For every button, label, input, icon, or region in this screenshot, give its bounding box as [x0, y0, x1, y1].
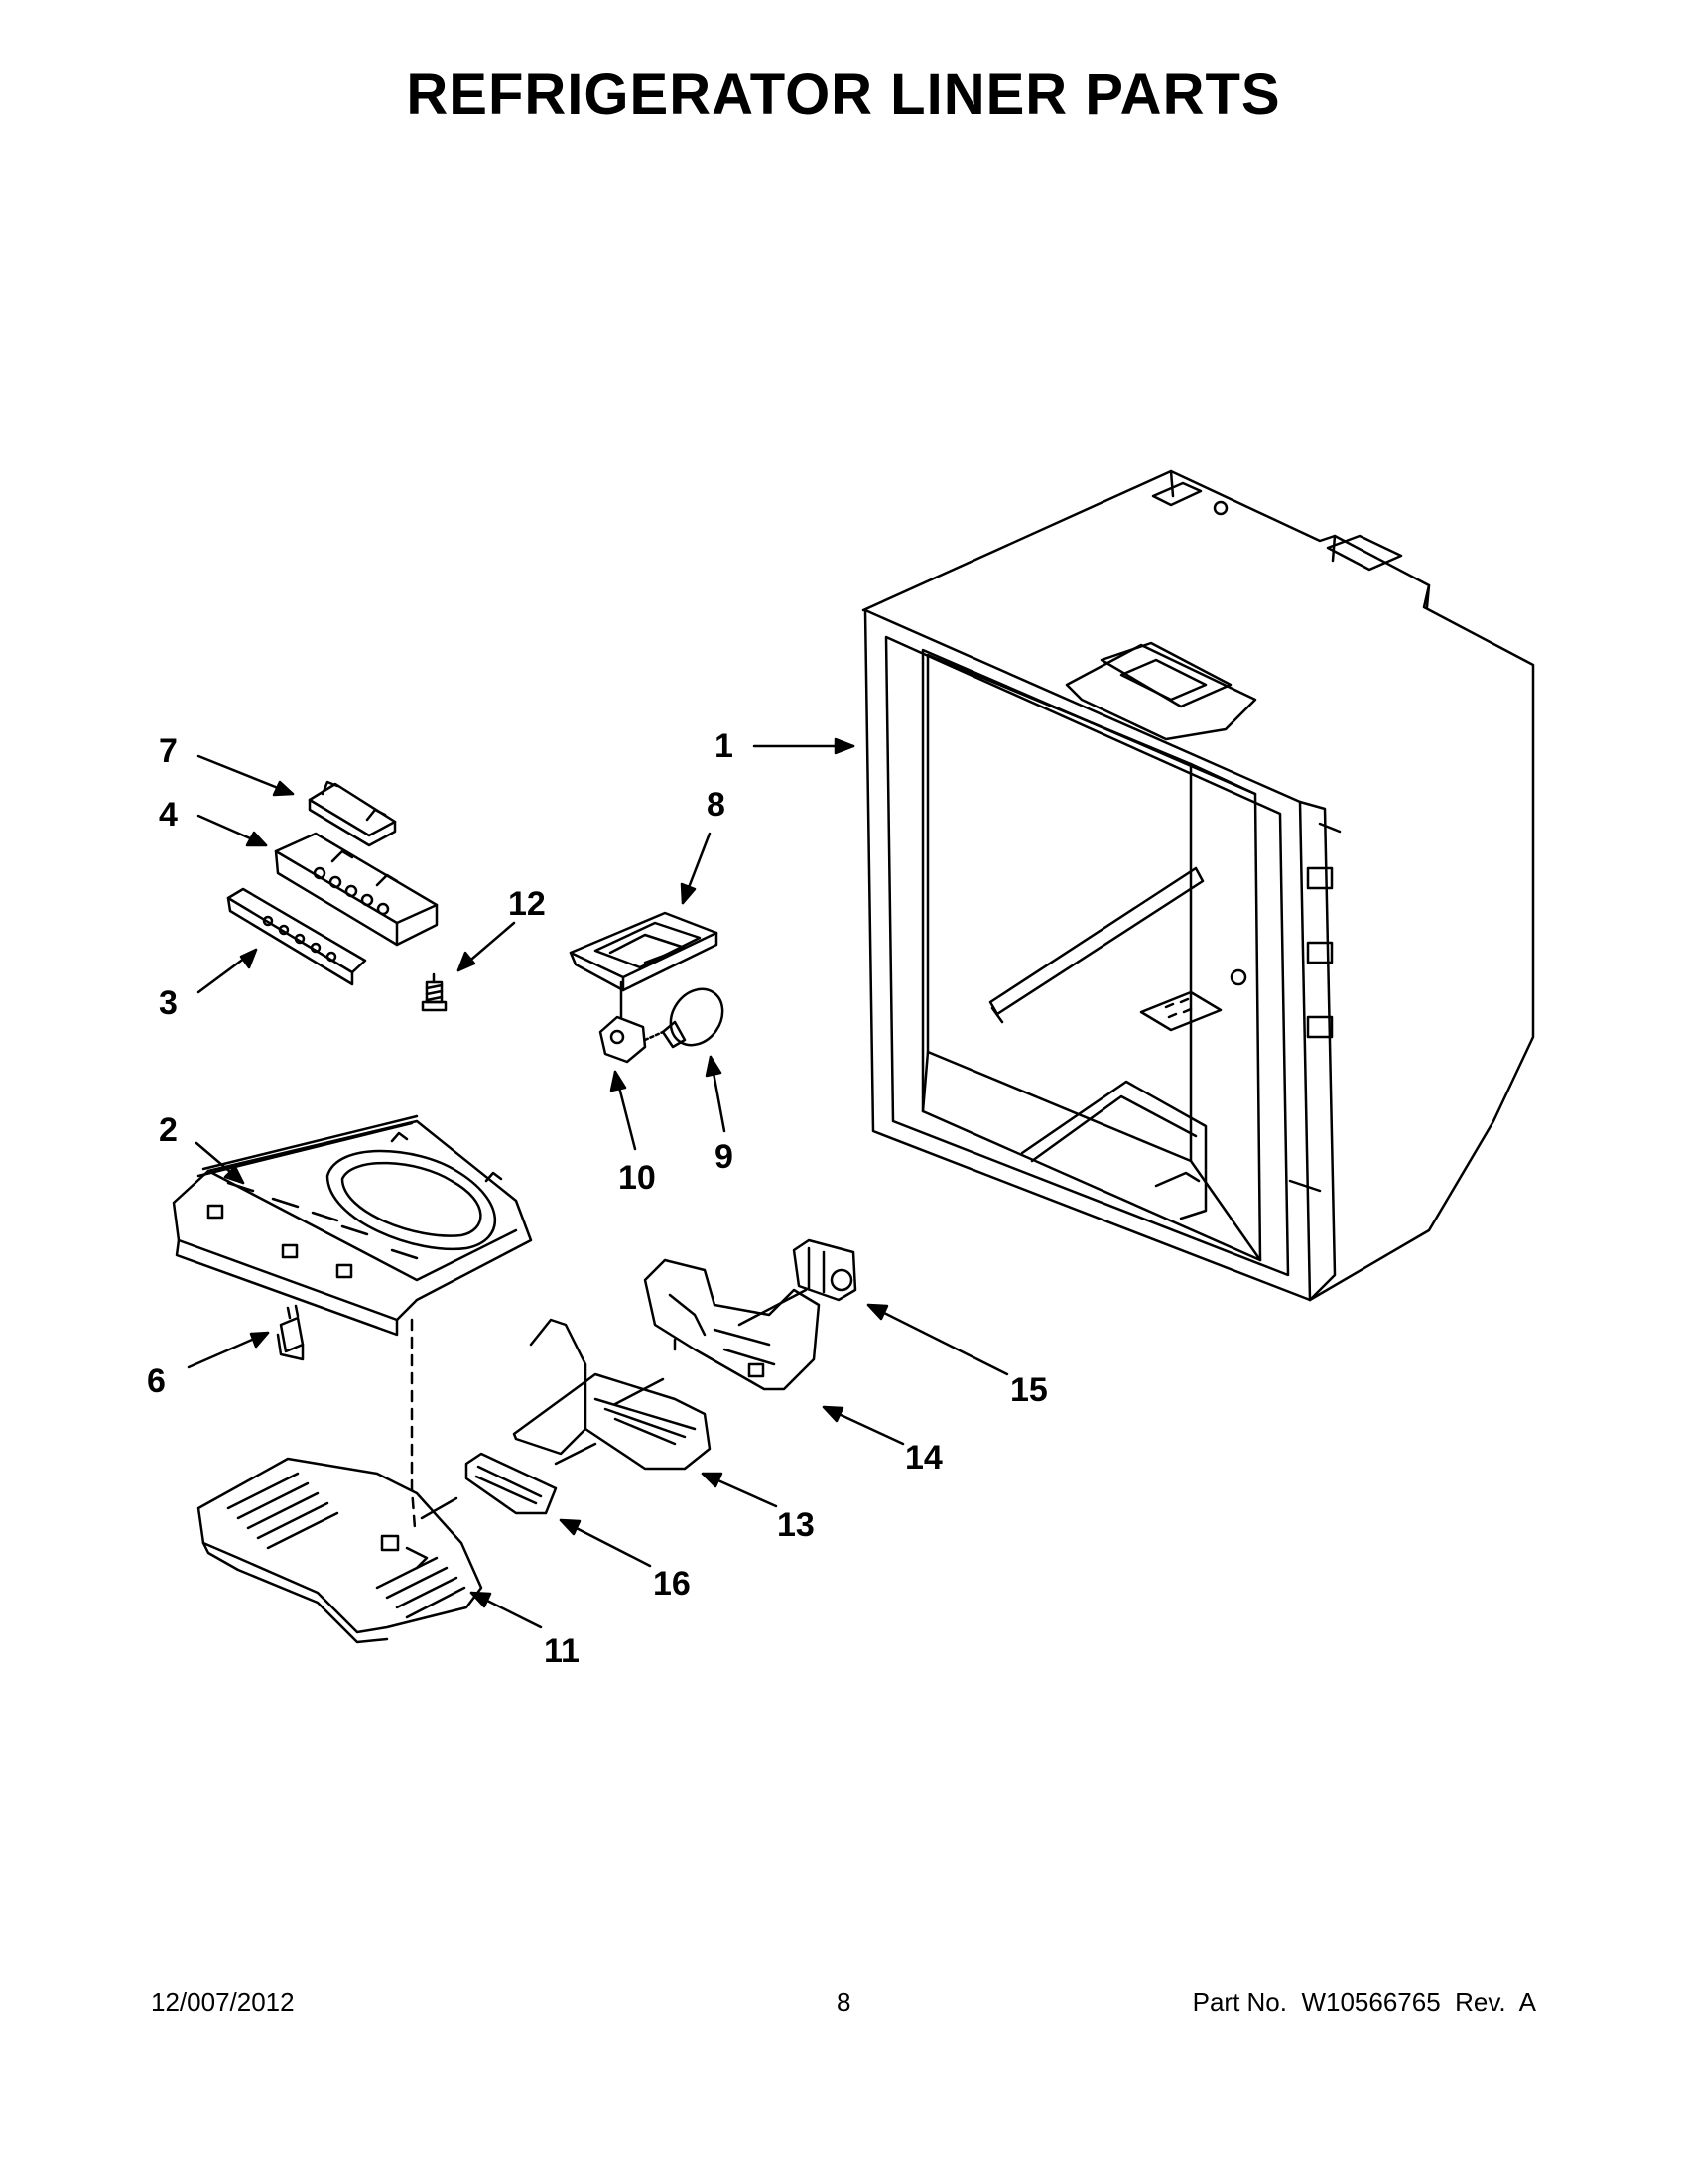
callout-8: 8 — [707, 786, 725, 824]
callout-7: 7 — [159, 732, 178, 770]
part-13-duct-cover[interactable] — [512, 1318, 712, 1471]
callout-14: 14 — [905, 1439, 943, 1477]
part-11-lower-cover[interactable] — [196, 1457, 483, 1644]
callout-3: 3 — [159, 984, 178, 1022]
liner-part-1[interactable] — [861, 469, 1535, 1302]
part-7-bracket[interactable] — [308, 780, 397, 847]
footer-page-number: 8 — [837, 1988, 851, 2017]
footer-date: 12/007/2012 — [151, 1988, 295, 2017]
guide-line-15 — [737, 1288, 808, 1327]
guide-line-14 — [613, 1377, 665, 1406]
callout-4: 4 — [159, 796, 178, 834]
part-6-switch[interactable] — [276, 1304, 305, 1361]
part-4-control-housing[interactable] — [274, 832, 439, 947]
alignment-line — [410, 1318, 417, 1530]
part-8-light-shield[interactable] — [569, 911, 718, 992]
callout-9: 9 — [714, 1138, 733, 1176]
guide-line-16 — [420, 1496, 458, 1520]
part-3-control-panel[interactable] — [226, 887, 367, 986]
callout-11: 11 — [544, 1632, 580, 1670]
part-12-screw[interactable] — [421, 972, 448, 1012]
part-15-damper[interactable] — [792, 1238, 857, 1302]
callout-12: 12 — [508, 885, 546, 923]
part-10-socket[interactable] — [598, 980, 665, 1064]
callout-arrows — [187, 737, 1009, 1629]
footer-part-number: Part No. W10566765 Rev. A — [1192, 1988, 1536, 2017]
callout-10: 10 — [618, 1159, 656, 1197]
page-title: REFRIGERATOR LINER PARTS — [406, 63, 1281, 127]
callout-15: 15 — [1010, 1371, 1048, 1409]
callout-16: 16 — [653, 1565, 691, 1603]
part-14-duct-housing[interactable] — [643, 1258, 821, 1391]
callout-13: 13 — [777, 1506, 815, 1544]
callout-2: 2 — [159, 1111, 178, 1149]
part-9-bulb[interactable] — [660, 979, 733, 1056]
part-2-control-housing[interactable] — [172, 1114, 533, 1337]
callout-6: 6 — [147, 1362, 166, 1400]
guide-line-13 — [554, 1442, 597, 1466]
callout-1: 1 — [714, 727, 733, 765]
part-16-insert[interactable] — [464, 1452, 558, 1515]
